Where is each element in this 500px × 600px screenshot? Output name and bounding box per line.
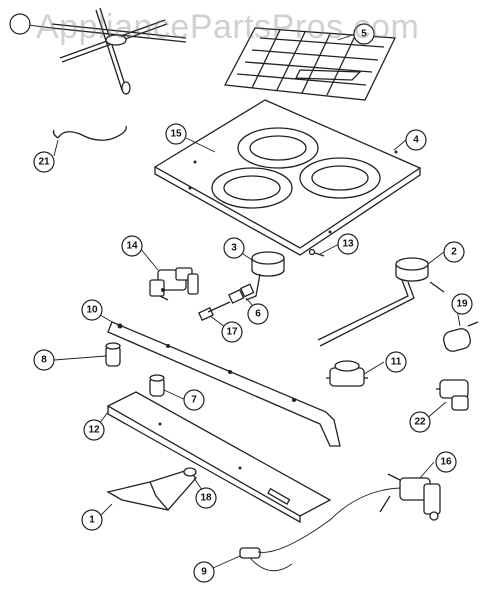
svg-text:14: 14 <box>126 241 138 252</box>
callout-3: 3 <box>223 237 245 259</box>
part-filter-19 <box>443 321 479 352</box>
part-regulator-11 <box>326 360 368 387</box>
svg-text:9: 9 <box>201 567 207 578</box>
callout-7: 7 <box>183 389 205 411</box>
part-igniter-9 <box>239 487 401 572</box>
part-orifice-17 <box>198 301 231 322</box>
svg-text:3: 3 <box>231 243 237 254</box>
callout-1: 1 <box>81 509 103 531</box>
callout-17: 17 <box>221 321 243 343</box>
part-grate-spider <box>51 7 187 95</box>
callout-13: 13 <box>337 233 359 255</box>
svg-text:15: 15 <box>170 129 182 140</box>
callout-6: 6 <box>247 303 269 325</box>
part-cooktop-panel <box>153 99 422 256</box>
callout-A-grate <box>9 13 31 35</box>
svg-text:21: 21 <box>38 157 50 168</box>
part-valve-14 <box>149 267 199 301</box>
svg-text:8: 8 <box>41 355 47 366</box>
svg-text:18: 18 <box>200 493 212 504</box>
svg-text:19: 19 <box>456 299 468 310</box>
svg-text:4: 4 <box>413 135 419 146</box>
part-knob-8 <box>105 342 121 367</box>
callout-5: 5 <box>353 23 375 45</box>
callout-11: 11 <box>385 351 407 373</box>
part-burner-bracket-1 <box>106 467 197 511</box>
svg-text:17: 17 <box>226 327 238 338</box>
part-clip <box>52 125 127 141</box>
callout-2: 2 <box>443 241 465 263</box>
part-burner-head-3 <box>245 251 285 301</box>
svg-text:1: 1 <box>89 515 95 526</box>
callout-4: 4 <box>405 129 427 151</box>
svg-text:11: 11 <box>391 357 402 368</box>
svg-text:6: 6 <box>255 309 261 320</box>
part-manifold-bar <box>107 321 341 447</box>
callout-14: 14 <box>121 235 143 257</box>
callout-22: 22 <box>409 411 431 433</box>
callout-18: 18 <box>195 487 217 509</box>
callout-8: 8 <box>33 349 55 371</box>
part-bracket-12 <box>106 391 332 524</box>
burner-opening-right <box>299 157 381 199</box>
svg-text:2: 2 <box>451 247 457 258</box>
svg-text:7: 7 <box>191 395 197 406</box>
part-orifice-6 <box>228 283 255 304</box>
callout-19: 19 <box>451 293 473 315</box>
callout-21: 21 <box>33 151 55 173</box>
part-gas-valve-16 <box>379 473 441 521</box>
svg-text:16: 16 <box>440 457 452 468</box>
callout-9: 9 <box>193 561 215 583</box>
callout-15: 15 <box>165 123 187 145</box>
part-knob-7 <box>149 374 165 397</box>
part-burner-tube-2 <box>317 257 445 347</box>
svg-text:10: 10 <box>86 305 98 316</box>
burner-opening-rear <box>237 127 319 169</box>
callout-12: 12 <box>83 419 105 441</box>
part-screw <box>308 248 325 257</box>
svg-text:5: 5 <box>361 29 367 40</box>
svg-text:12: 12 <box>88 425 100 436</box>
svg-text:13: 13 <box>342 239 354 250</box>
callout-10: 10 <box>81 299 103 321</box>
burner-opening-left <box>211 167 293 209</box>
part-valve-22 <box>436 379 469 411</box>
part-wire-grate <box>223 27 397 101</box>
callout-16: 16 <box>435 451 457 473</box>
svg-text:22: 22 <box>414 417 426 428</box>
